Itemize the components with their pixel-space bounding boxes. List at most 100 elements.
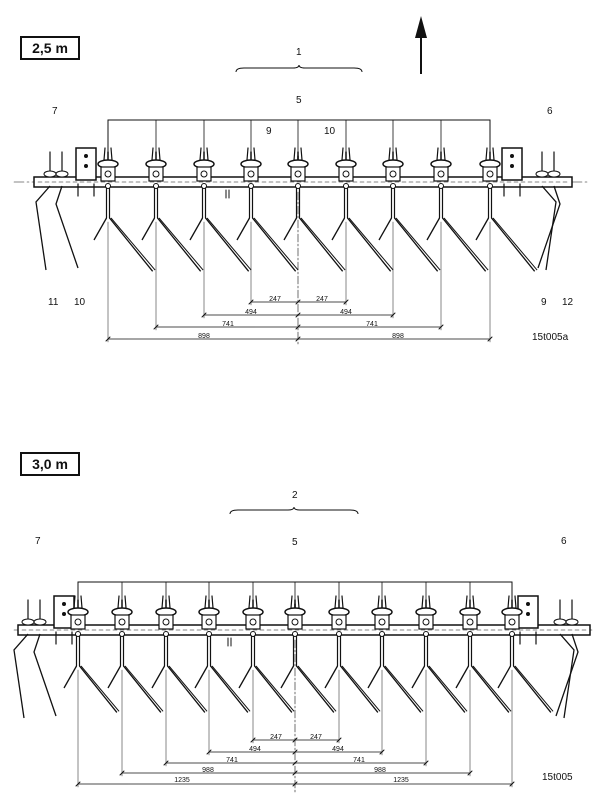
end-clamp (21, 618, 35, 626)
tine-right (443, 217, 489, 271)
end-clamp (33, 618, 47, 626)
bolt (510, 154, 514, 158)
tine-right (206, 217, 252, 271)
dimension-label: 1235 (393, 777, 409, 784)
tine-unit (236, 147, 299, 272)
tine-right (492, 217, 538, 271)
tine-right (156, 217, 202, 272)
dimension-tick (292, 781, 298, 787)
spring-coil (514, 595, 517, 609)
bolt (205, 618, 213, 626)
spring-coil (293, 147, 296, 161)
dimension-tick (295, 299, 301, 305)
bolt (75, 631, 81, 637)
tine-right (395, 217, 441, 271)
tine-left (189, 217, 204, 241)
spring-coil (255, 595, 258, 609)
tine-right (110, 217, 156, 271)
tine-left (283, 217, 298, 241)
tine-left (151, 665, 166, 689)
tine-unit (238, 595, 295, 713)
dimension-label: 247 (316, 296, 328, 303)
end-clamp (565, 618, 579, 626)
tine-right (255, 665, 295, 712)
callout-overall: 1 (296, 47, 302, 58)
right-mount-bracket (517, 595, 539, 645)
left-mount-bracket (53, 595, 75, 645)
tine-right (168, 665, 208, 712)
bolt (509, 631, 515, 637)
spring-coil (472, 595, 475, 609)
width-label-box: 3,0 m (20, 452, 80, 476)
spring-coil (248, 595, 251, 609)
dimension-tick (292, 760, 298, 766)
callout-bottom-left-a: 11 (48, 297, 59, 308)
bolt (152, 170, 160, 178)
right-end-tines (553, 599, 579, 719)
dimension-label: 247 (270, 734, 282, 741)
tine-right (158, 217, 204, 271)
spring-coil (300, 147, 303, 161)
dimension-label: 494 (249, 746, 261, 753)
bolt (336, 631, 342, 637)
bolt (526, 612, 530, 616)
tine-left (194, 665, 209, 689)
direction-arrow (415, 16, 427, 74)
tine-left (280, 665, 295, 689)
tine-left (238, 665, 253, 689)
width-label: 2,5 m (32, 40, 68, 56)
bolt (466, 618, 474, 626)
spring-coil (211, 595, 214, 609)
tine-left (331, 217, 346, 241)
tine-unit (283, 147, 346, 272)
dimension-tick (292, 749, 298, 755)
spring-coil (151, 147, 154, 161)
callout-tine-b: 10 (324, 126, 336, 137)
end-tine (33, 633, 57, 717)
tine-unit (497, 595, 554, 713)
callout-right-end: 6 (547, 106, 553, 117)
tine-right (514, 665, 554, 712)
spring-coil (297, 595, 300, 609)
tine-left (107, 665, 122, 689)
tine-left (324, 665, 339, 689)
bolt (84, 164, 88, 168)
tine-right (472, 665, 512, 712)
tine-right (78, 665, 118, 713)
dimension-label: 898 (198, 333, 210, 340)
tine-right (253, 665, 293, 713)
left-end-tines (13, 599, 57, 719)
bolt (335, 618, 343, 626)
diagram-2-5m (13, 64, 591, 347)
tine-unit (151, 595, 208, 713)
end-clamp (55, 170, 69, 178)
spring-coil (384, 595, 387, 609)
tine-unit (367, 595, 424, 713)
end-tine (555, 633, 579, 717)
tine-unit (107, 595, 164, 713)
spring-coil (253, 147, 256, 161)
bolt (390, 183, 396, 189)
spring-coil (110, 147, 113, 161)
spring-coil (161, 595, 164, 609)
end-clamp (535, 170, 549, 178)
spring-coil (199, 147, 202, 161)
spring-coil (507, 595, 510, 609)
bolt (105, 183, 111, 189)
spring-coil (290, 595, 293, 609)
tine-left (378, 217, 393, 241)
tine-left (63, 665, 78, 689)
bolt (486, 170, 494, 178)
tine-right (298, 217, 344, 272)
bolt (437, 170, 445, 178)
callout-bottom-right-b: 12 (562, 297, 574, 308)
bolt (200, 170, 208, 178)
tine-right (251, 217, 297, 272)
end-clamp (547, 170, 561, 178)
callout-tine-a: 9 (266, 126, 272, 137)
tine-right (490, 217, 536, 272)
tine-left (141, 217, 156, 241)
bolt (294, 170, 302, 178)
tine-right (512, 665, 552, 713)
tine-right (204, 217, 250, 272)
